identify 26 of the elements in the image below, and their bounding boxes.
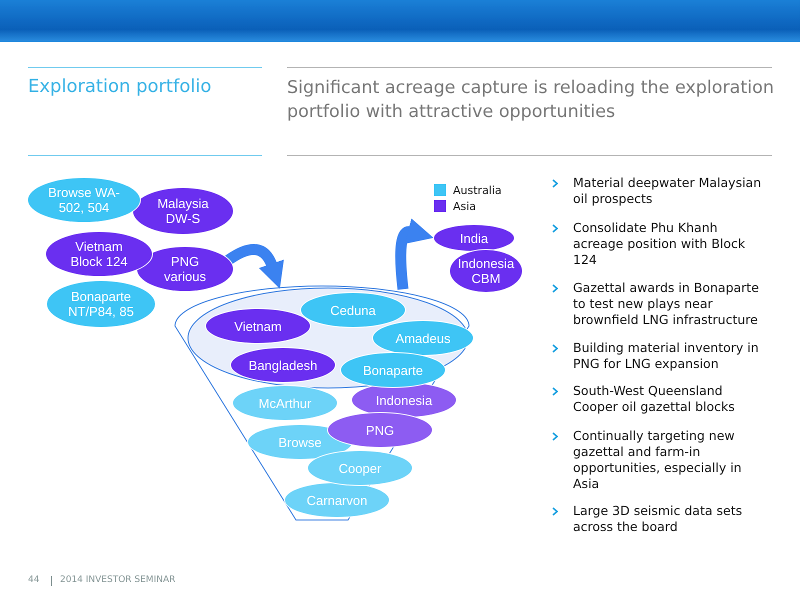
region-ellipse: India xyxy=(434,225,514,251)
bullet-text: Material deepwater Malaysian oil prospects xyxy=(573,175,762,207)
bullet-text: South-West Queensland Cooper oil gazettal blocks xyxy=(573,383,736,415)
legend-label: Asia xyxy=(453,200,476,212)
bullet-text: Continually targeting new gazettal and farm-in opportunities, especially in Asia xyxy=(573,428,743,492)
region-ellipse: PNG xyxy=(328,413,432,447)
region-ellipse: Bonaparte NT/P84, 85 xyxy=(47,281,155,327)
region-ellipse: PNG various xyxy=(137,247,233,291)
slide-title: Significant acreage capture is reloading the exploration portfolio with attractive opportunities xyxy=(287,77,775,124)
bullet-text: Consolidate Phu Khanh acreage position with Block 124 xyxy=(573,220,746,268)
page-number: 44 xyxy=(28,575,40,585)
region-ellipse: Carnarvon xyxy=(285,483,389,517)
region-ellipse: Vietnam Block 124 xyxy=(46,232,152,276)
section-title: Exploration portfolio xyxy=(28,76,212,97)
bullet-text: Building material inventory in PNG for LNG expansion xyxy=(573,340,760,372)
curved-arrow xyxy=(395,218,434,290)
region-ellipse: Amadeus xyxy=(373,321,473,355)
region-ellipse: Indonesia CBM xyxy=(450,250,522,292)
region-ellipse: McArthur xyxy=(233,386,337,420)
legend-label: Australia xyxy=(453,184,502,196)
region-ellipse: Browse WA-502, 504 xyxy=(28,178,140,222)
bullet-text: Gazettal awards in Bonaparte to test new plays near brownfield LNG infrastructure xyxy=(573,280,760,328)
region-ellipse: Malaysia DW-S xyxy=(133,188,233,234)
footer-text: 2014 INVESTOR SEMINAR xyxy=(60,575,176,585)
bullet-text: Large 3D seismic data sets across the board xyxy=(573,503,744,535)
region-ellipse: Cooper xyxy=(308,451,412,485)
